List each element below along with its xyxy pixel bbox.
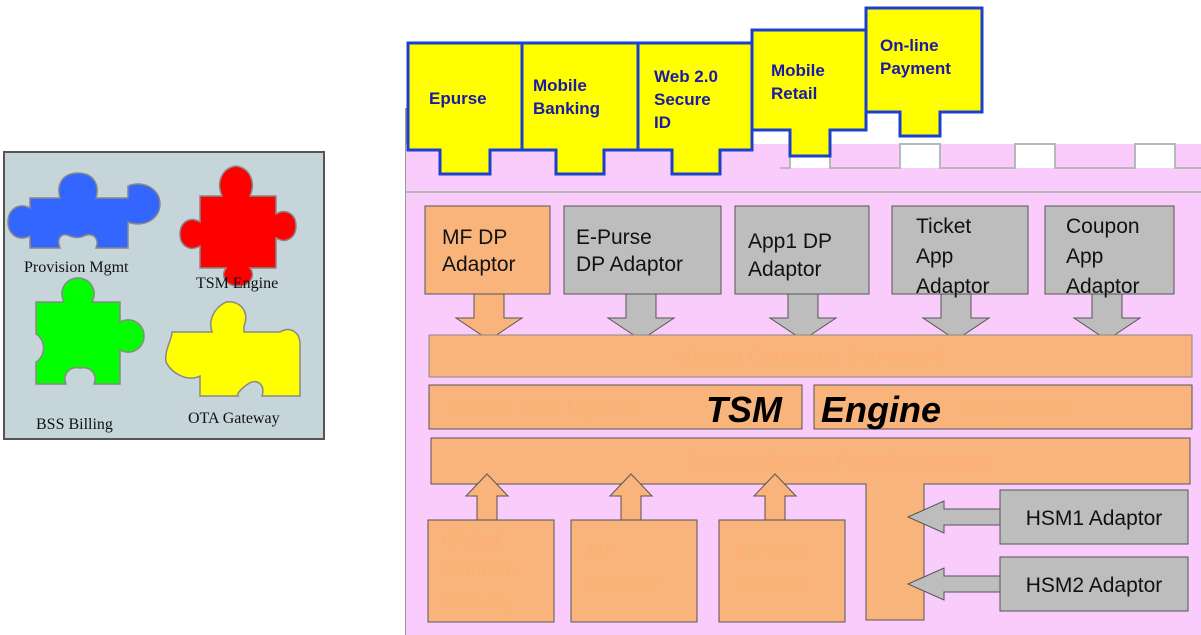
adaptor-coupon-line1: Coupon (1066, 215, 1140, 238)
epurse-security-up-arrow (752, 473, 798, 521)
security-global-platform-line1: Global (442, 530, 500, 552)
security-global-platform-line2: Platform (442, 560, 516, 582)
security-service-provider-manager: Security Service Provider Manager (430, 437, 1191, 621)
legend-provision-label: Provision Mgmt (24, 259, 129, 276)
security-global-platform-line3: Security (442, 591, 514, 613)
app-web-secure-id-line2: Secure (654, 90, 711, 109)
mf-security-up-arrow (608, 473, 654, 521)
adaptor-ticket-line1: Ticket (916, 215, 971, 238)
remote-card-mgmt-label: Remote Card Mgmt Se (448, 398, 642, 419)
tsm-title: TSM (706, 389, 783, 430)
app-epurse-label: Epurse (429, 89, 487, 108)
app-online-payment-line1: On-line (880, 36, 939, 55)
legend-bss-label: BSS Billing (36, 416, 113, 433)
app1-dp-down-arrow (768, 293, 838, 341)
tsm-puzzle-piece-icon (179, 165, 297, 287)
security-global-platform: Global Platform Security (427, 473, 555, 623)
security-manager-label: Security Service Provider Manager (685, 451, 994, 473)
security-mf-line1: MF (587, 541, 616, 563)
adaptor-epurse-dp-line2: DP Adaptor (576, 253, 683, 276)
adaptor-ticket-line3: Adaptor (916, 275, 990, 298)
security-epurse-line2: Security (735, 573, 807, 595)
puzzle-legend: Provision Mgmt TSM Engine BSS Billing OT… (3, 151, 325, 440)
adaptor-epurse-dp-line1: E-Purse (576, 226, 652, 249)
bss-puzzle-piece-icon (35, 277, 145, 385)
remote-card-mgmt-row: Remote Card Mgmt Se livery Service TSM E… (428, 384, 1193, 430)
hsm1-adaptor: HSM1 Adaptor (906, 489, 1189, 545)
adaptor-mf-dp: MF DP Adaptor (424, 205, 551, 341)
ota-puzzle-piece-icon (164, 301, 301, 397)
legend-ota-label: OTA Gateway (188, 410, 280, 427)
coupon-app-down-arrow (1072, 293, 1142, 341)
adaptor-app1-dp: App1 DP Adaptor (734, 205, 870, 341)
mf-dp-down-arrow (454, 293, 524, 341)
adaptor-epurse-dp: E-Purse DP Adaptor (563, 205, 722, 341)
app-web-secure-id-line1: Web 2.0 (654, 67, 718, 86)
hsm2-adaptor-label: HSM2 Adaptor (1026, 574, 1163, 597)
app-mobile-retail: Mobile Retail (750, 28, 868, 158)
app-mobile-banking-line1: Mobile (533, 76, 587, 95)
app-mobile-banking-line2: Banking (533, 99, 600, 118)
adaptor-ticket-line2: App (916, 245, 953, 268)
hsm1-adaptor-label: HSM1 Adaptor (1026, 507, 1163, 530)
adaptor-app1-dp-line2: Adaptor (748, 258, 822, 281)
adaptor-app1-dp-line1: App1 DP (748, 230, 832, 253)
engine-title: Engine (821, 389, 941, 430)
epurse-dp-down-arrow (606, 293, 676, 341)
provision-puzzle-piece-icon (7, 172, 161, 249)
ticket-app-down-arrow (921, 293, 991, 341)
adaptor-mf-dp-line1: MF DP (442, 226, 507, 249)
global-platform-up-arrow (464, 473, 510, 521)
security-mf-line2: Security (587, 573, 659, 595)
delivery-service-label: livery Service (960, 398, 1073, 419)
app-web-secure-id-line3: ID (654, 113, 671, 132)
hsm2-adaptor: HSM2 Adaptor (906, 556, 1189, 612)
adaptor-coupon-line3: Adaptor (1066, 275, 1140, 298)
app-online-payment: On-line Payment (864, 6, 984, 138)
tsm-architecture: Epurse Mobile Banking Web 2.0 Secure ID … (405, 6, 1201, 635)
adaptor-connector-framework: Adaptor Connector Framework (428, 334, 1193, 378)
security-epurse: E-Purse Security (718, 473, 846, 623)
app-online-payment-line2: Payment (880, 59, 951, 78)
framework-label: Adaptor Connector Framework (673, 346, 947, 368)
adaptor-coupon-line2: App (1066, 245, 1103, 268)
app-mobile-retail-line2: Retail (771, 84, 817, 103)
app-mobile-retail-line1: Mobile (771, 61, 825, 80)
legend-tsm-label: TSM Engine (196, 275, 278, 292)
security-mf: MF Security (570, 473, 698, 623)
adaptor-mf-dp-line2: Adaptor (442, 253, 516, 276)
adaptor-ticket-app: Ticket App Adaptor (891, 205, 1029, 341)
security-epurse-line1: E-Purse (735, 541, 807, 563)
adaptor-coupon-app: Coupon App Adaptor (1044, 205, 1175, 341)
